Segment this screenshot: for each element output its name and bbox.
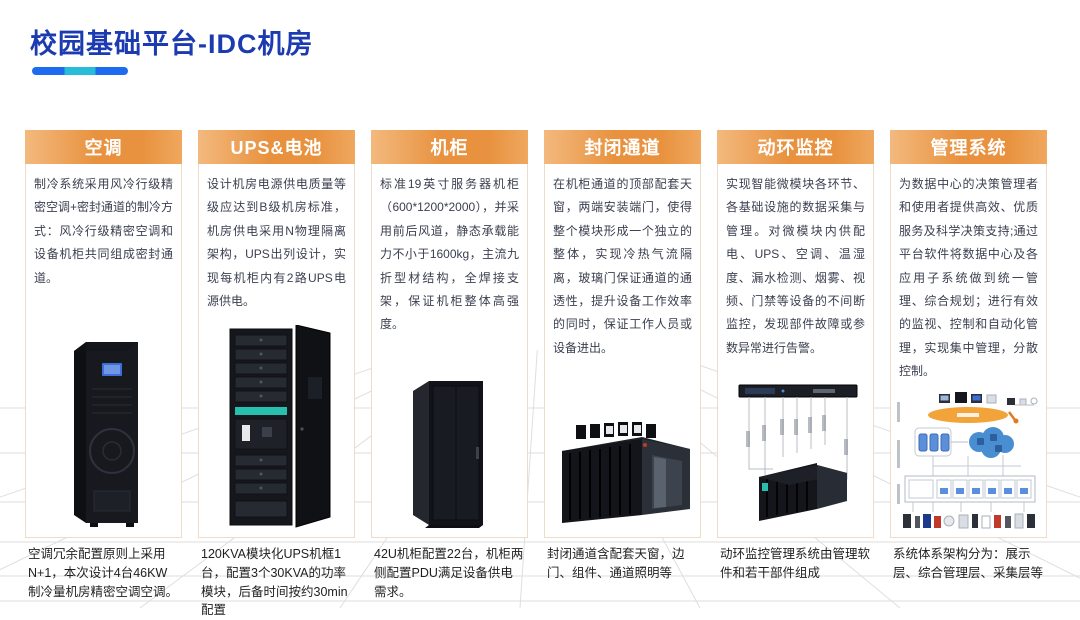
column-header-tab: UPS&电池 — [198, 130, 355, 164]
column-card: 制冷系统采用风冷行级精密空调+密封通道的制冷方式：风冷行级精密空调和设备机柜共同… — [25, 164, 182, 538]
column-caption: 42U机柜配置22台，机柜两侧配置PDU满足设备供电需求。 — [374, 547, 524, 599]
column-body-text: 实现智能微模块各环节、各基础设施的数据采集与管理。对微模块内供配电、UPS、空调… — [726, 177, 865, 355]
column-body-text: 设计机房电源供电质量等级应达到B级机房标准，机房供电采用N物理隔离架构，UPS出… — [207, 177, 346, 308]
column-caption: 封闭通道含配套天窗，边门、组件、通道照明等 — [547, 547, 685, 580]
column-env-monitoring: 动环监控 实现智能微模块各环节、各基础设施的数据采集与管理。对微模块内供配电、U… — [717, 130, 874, 620]
column-caption: 系统体系架构分为：展示层、综合管理层、采集层等 — [893, 547, 1044, 580]
column-cabinet: 机柜 标准19英寸服务器机柜（600*1200*2000），并采用前后风道，静态… — [371, 130, 528, 620]
column-ups-battery: UPS&电池 设计机房电源供电质量等级应达到B级机房标准，机房供电采用N物理隔离… — [198, 130, 355, 620]
column-enclosed-channel: 封闭通道 在机柜通道的顶部配套天窗，两端安装端门，使得整个模块形成一个独立的整体… — [544, 130, 701, 620]
column-body-text: 标准19英寸服务器机柜（600*1200*2000），并采用前后风道，静态承载能… — [380, 177, 519, 332]
column-card: 实现智能微模块各环节、各基础设施的数据采集与管理。对微模块内供配电、UPS、空调… — [717, 164, 874, 538]
column-caption: 空调冗余配置原则上采用N+1，本次设计4台46KW制冷量机房精密空调空调。 — [28, 547, 179, 599]
column-caption: 120KVA模块化UPS机框1台，配置3个30KVA的功率模块，后备时间按约30… — [201, 547, 348, 618]
column-body-text: 在机柜通道的顶部配套天窗，两端安装端门，使得整个模块形成一个独立的整体，实现冷热… — [553, 177, 692, 355]
management-architecture-diagram — [891, 388, 1046, 546]
column-card: 在机柜通道的顶部配套天窗，两端安装端门，使得整个模块形成一个独立的整体，实现冷热… — [544, 164, 701, 538]
column-card: 标准19英寸服务器机柜（600*1200*2000），并采用前后风道，静态承载能… — [371, 164, 528, 538]
page-title: 校园基础平台-IDC机房 — [30, 29, 314, 59]
column-header-tab: 封闭通道 — [544, 130, 701, 164]
monitoring-topology-diagram — [718, 364, 873, 537]
server-cabinet-photo — [372, 341, 527, 537]
enclosed-channel-module-photo — [545, 364, 700, 537]
content-columns: 空调 制冷系统采用风冷行级精密空调+密封通道的制冷方式：风冷行级精密空调和设备机… — [25, 130, 1047, 620]
modular-ups-cabinet-photo — [199, 317, 354, 537]
column-header-tab: 空调 — [25, 130, 182, 164]
column-caption: 动环监控管理系统由管理软件和若干部件组成 — [720, 547, 871, 580]
column-header-tab: 机柜 — [371, 130, 528, 164]
column-management-system: 管理系统 为数据中心的决策管理者和使用者提供高效、优质服务及科学决策支持;通过平… — [890, 130, 1047, 620]
title-underline — [32, 67, 128, 75]
precision-air-conditioner-photo — [26, 294, 181, 537]
column-card: 为数据中心的决策管理者和使用者提供高效、优质服务及科学决策支持;通过平台软件将数… — [890, 164, 1047, 538]
column-card: 设计机房电源供电质量等级应达到B级机房标准，机房供电采用N物理隔离架构，UPS出… — [198, 164, 355, 538]
column-body-text: 为数据中心的决策管理者和使用者提供高效、优质服务及科学决策支持;通过平台软件将数… — [899, 177, 1038, 379]
column-body-text: 制冷系统采用风冷行级精密空调+密封通道的制冷方式：风冷行级精密空调和设备机柜共同… — [34, 177, 174, 285]
title-block: 校园基础平台-IDC机房 — [30, 22, 314, 75]
column-air-conditioning: 空调 制冷系统采用风冷行级精密空调+密封通道的制冷方式：风冷行级精密空调和设备机… — [25, 130, 182, 620]
column-header-tab: 动环监控 — [717, 130, 874, 164]
column-header-tab: 管理系统 — [890, 130, 1047, 164]
